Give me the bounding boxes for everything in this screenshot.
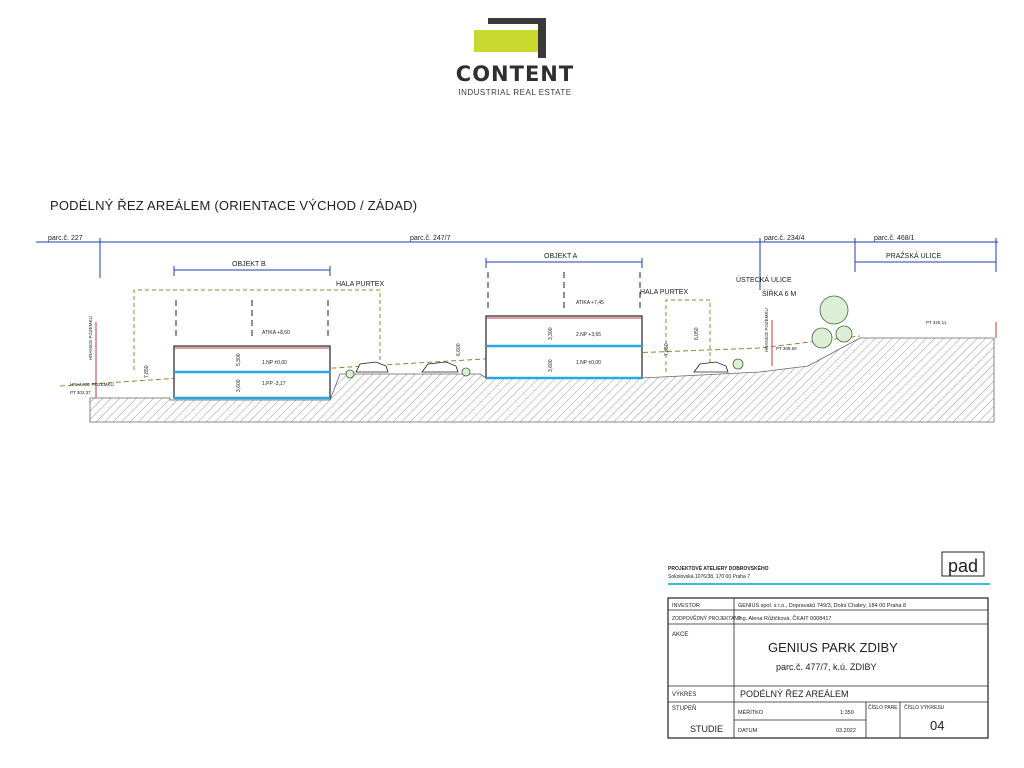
office-address: Sokolovská 1076/38, 170 00 Praha 7 bbox=[668, 574, 750, 580]
tree-icons bbox=[345, 295, 853, 379]
parcel-234-label: parc.č. 234/4 bbox=[764, 235, 805, 242]
datum-label: DATUM bbox=[738, 728, 758, 734]
parcel-dimension-line: parc.č. 227 parc.č. 247/7 parc.č. 234/4 … bbox=[36, 235, 998, 290]
office-logo-box bbox=[941, 551, 985, 577]
parcel-468-label: parc.č. 468/1 bbox=[874, 235, 915, 242]
logo-accent-block bbox=[474, 30, 538, 52]
investor-value: GENIUS spol. s r.o., Dopravaků 749/3, Do… bbox=[738, 602, 906, 609]
hala-purtex-label-2: HALA PURTEX bbox=[640, 289, 688, 296]
b-1pp-level: 1.PP -3,17 bbox=[262, 381, 286, 387]
a-dim-upper: 3,300 bbox=[548, 327, 554, 340]
cislo-vykresu-value: 04 bbox=[930, 718, 944, 733]
title-block: PROJEKTOVÉ ATELIERY DOBROVSKÉHO Sokolovs… bbox=[667, 551, 990, 739]
investor-label: INVESTOR bbox=[672, 603, 700, 609]
logo-name: CONTENT bbox=[455, 62, 575, 86]
akce-label: AKCE bbox=[672, 632, 688, 638]
responsible-value: Ing. Alena Růžičková, ČKAIT 0008417 bbox=[738, 615, 831, 622]
cislo-pare-label: ČÍSLO PARE bbox=[868, 704, 898, 711]
car-icon bbox=[355, 361, 389, 373]
logo-tagline: INDUSTRIAL REAL ESTATE bbox=[458, 88, 572, 97]
a-1np-level: 1.NP ±0,00 bbox=[576, 360, 601, 366]
akce-subtitle: parc.č. 477/7, k.ú. ZDIBY bbox=[776, 662, 877, 672]
vykres-value: PODÉLNÝ ŘEZ AREÁLEM bbox=[740, 689, 849, 699]
parcel-227-label: parc.č. 227 bbox=[48, 235, 83, 242]
tree-icon bbox=[835, 325, 853, 343]
hranice-right-label: HRANICE POZEMKU bbox=[764, 308, 769, 352]
a-atika-level: ATIKA +7,45 bbox=[576, 300, 604, 306]
b-dim-left: 7,850 bbox=[144, 365, 150, 378]
hranice-left-label: HRANICE POZEMKU bbox=[88, 316, 93, 360]
stupen-label: STUPEŇ bbox=[672, 705, 696, 712]
b-dim-lower: 3,600 bbox=[236, 379, 242, 392]
akce-title: GENIUS PARK ZDIBY bbox=[768, 640, 898, 655]
objekt-b-label: OBJEKT B bbox=[232, 261, 266, 268]
car-icon bbox=[421, 361, 459, 373]
car-icon bbox=[693, 361, 729, 373]
logo-mark-icon bbox=[474, 18, 546, 58]
a-dim-lower: 3,600 bbox=[548, 359, 554, 372]
meritko-value: 1:350 bbox=[840, 710, 854, 716]
objekt-a-label: OBJEKT A bbox=[544, 253, 578, 260]
car-icons bbox=[355, 361, 729, 373]
office-logo-text: pad bbox=[948, 556, 978, 576]
drawing-title: PODÉLNÝ ŘEZ AREÁLEM (ORIENTACE VÝCHOD / … bbox=[50, 198, 418, 213]
ustecka-ulice-label: ÚSTECKÁ ULICE bbox=[736, 275, 792, 284]
tree-icon bbox=[811, 327, 833, 349]
prazska-ulice-label: PRAŽSKÁ ULICE bbox=[886, 251, 942, 260]
objekt-b-building bbox=[173, 300, 331, 400]
b-dim-upper: 5,300 bbox=[236, 353, 242, 366]
pt-left-label: PT 302,37 bbox=[70, 390, 91, 395]
hranice-small-label: HRANICE POZEMKU bbox=[70, 382, 114, 387]
a-dim-right: 7,650 bbox=[664, 343, 670, 356]
hala-purtex-label-1: HALA PURTEX bbox=[336, 281, 384, 288]
sirka-label: ŠÍŘKA 6 M bbox=[762, 289, 796, 298]
cislo-vykresu-label: ČÍSLO VÝKRESU bbox=[904, 704, 945, 711]
parcel-247-label: parc.č. 247/7 bbox=[410, 235, 451, 242]
shrub-icon bbox=[732, 358, 744, 370]
purtex-dim-right: 6,050 bbox=[694, 327, 700, 340]
pt-right-label: PT 320,11 bbox=[926, 320, 947, 325]
object-dimensions: OBJEKT B OBJEKT A PRAŽSKÁ ULICE ÚSTECKÁ … bbox=[173, 251, 996, 298]
company-logo: CONTENT INDUSTRIAL REAL ESTATE bbox=[440, 14, 590, 97]
b-atika-level: ATIKA +8,60 bbox=[262, 330, 290, 336]
objekt-a-building bbox=[485, 272, 643, 380]
shrub-icon bbox=[461, 367, 471, 377]
pt-street-label: PT 308,60 bbox=[776, 346, 797, 351]
meritko-label: MĚŘÍTKO bbox=[738, 708, 764, 716]
office-name: PROJEKTOVÉ ATELIERY DOBROVSKÉHO bbox=[668, 564, 769, 572]
b-1np-level: 1.NP ±0,00 bbox=[262, 360, 287, 366]
a-2np-level: 2.NP +3,65 bbox=[576, 332, 601, 338]
responsible-label: ZODPOVĚDNÝ PROJEKTANT bbox=[672, 614, 741, 622]
shrub-icon bbox=[345, 369, 355, 379]
a-dim-left: 6,600 bbox=[456, 343, 462, 356]
hala-purtex-outlines bbox=[133, 289, 711, 372]
tree-icon bbox=[819, 295, 849, 325]
stupen-value: STUDIE bbox=[690, 724, 723, 734]
vykres-label: VÝKRES bbox=[672, 691, 696, 698]
datum-value: 03.2022 bbox=[836, 728, 856, 734]
